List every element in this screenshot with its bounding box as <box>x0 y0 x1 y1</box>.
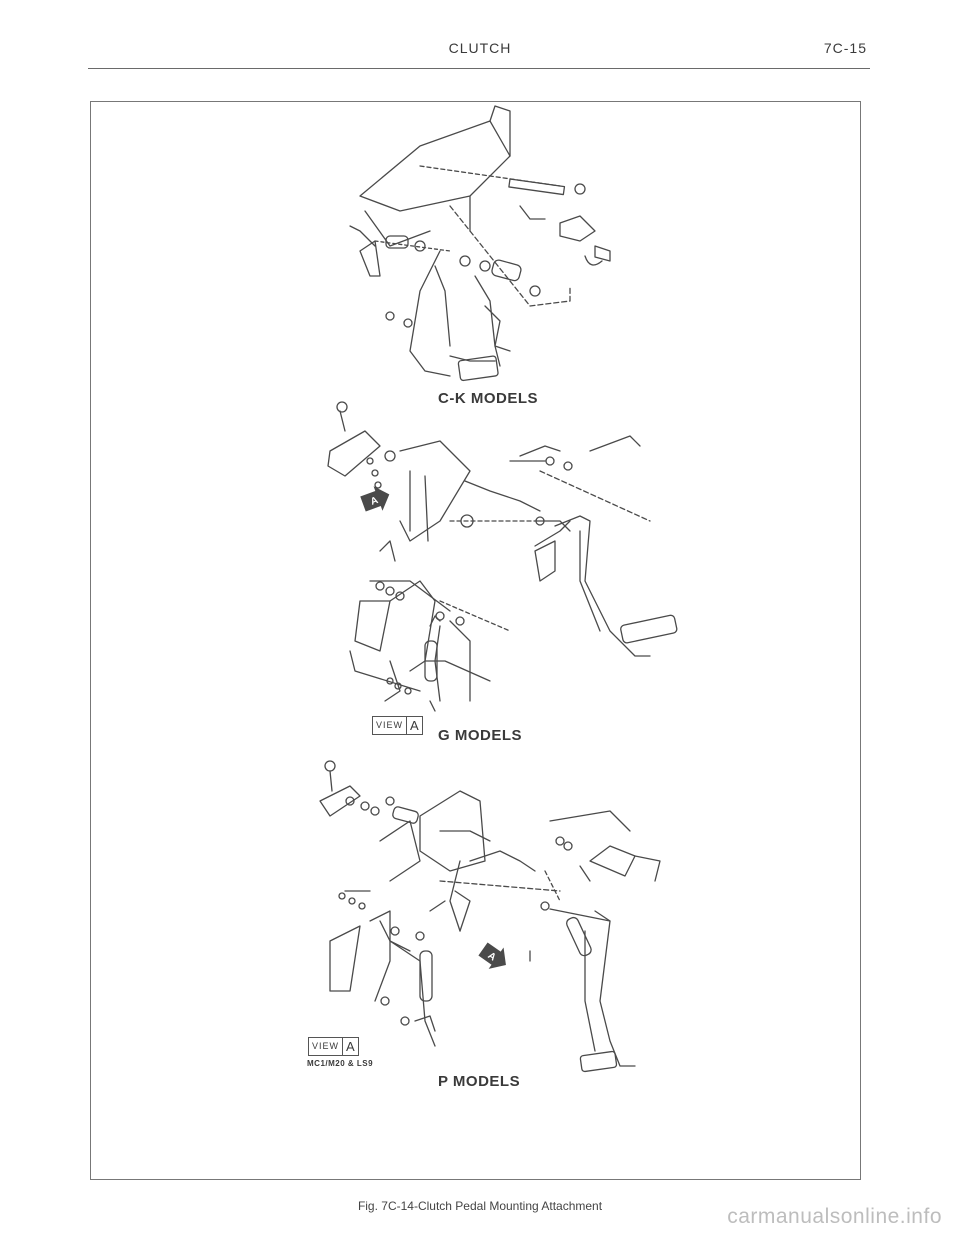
g-models-label: G MODELS <box>438 727 523 744</box>
ck-models-drawing <box>350 106 610 381</box>
model-note: MC1/M20 & LS9 <box>307 1059 374 1068</box>
header-rule <box>88 68 870 69</box>
running-header-title: CLUTCH <box>448 40 512 56</box>
p-models-drawing <box>320 761 660 1072</box>
callout-letter: A <box>369 495 380 508</box>
callout-arrow-g: A <box>360 486 390 512</box>
view-badge-letter: A <box>346 1039 355 1054</box>
callout-arrow-p: A <box>478 942 506 969</box>
g-models-drawing <box>328 402 678 711</box>
view-badge-word: VIEW <box>373 717 408 734</box>
clutch-pedal-illustration: A A <box>90 101 861 1180</box>
view-a-badge: VIEW A <box>308 1037 359 1056</box>
view-badge-letter: A <box>410 718 419 733</box>
view-a-badge: VIEW A <box>372 716 423 735</box>
figure-frame <box>90 101 861 1180</box>
page-number: 7C-15 <box>823 40 867 56</box>
watermark: carmanualsonline.info <box>727 1205 942 1228</box>
view-badge-word: VIEW <box>309 1038 344 1055</box>
p-models-label: P MODELS <box>438 1073 521 1090</box>
ck-models-label: C-K MODELS <box>438 390 538 407</box>
figure-caption: Fig. 7C-14-Clutch Pedal Mounting Attachm… <box>357 1199 603 1213</box>
